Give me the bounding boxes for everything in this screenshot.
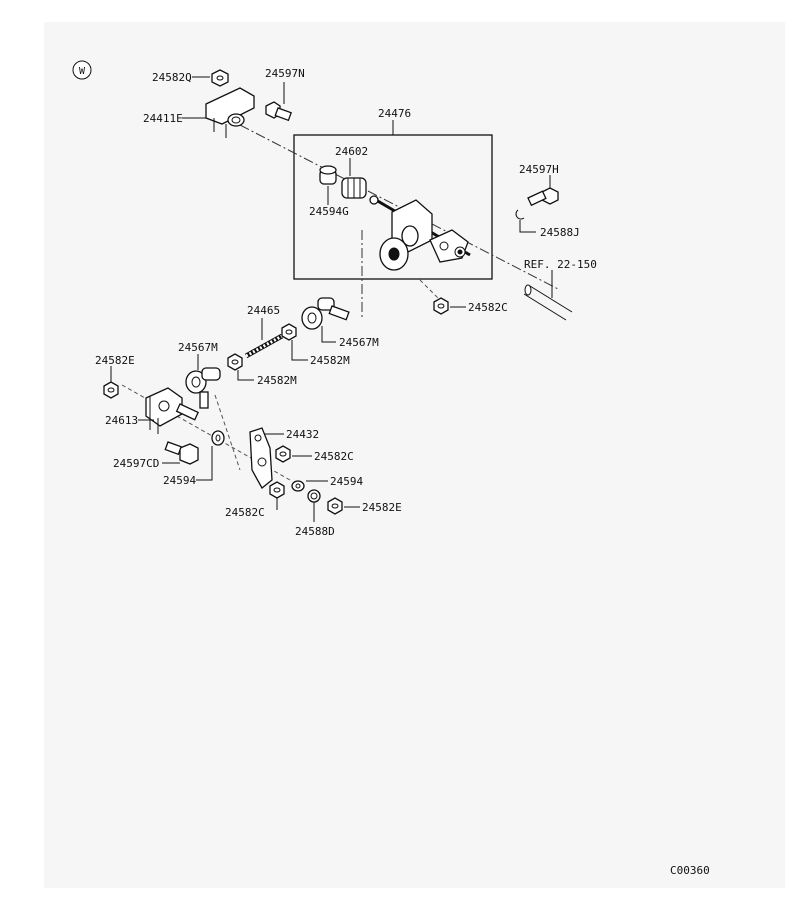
bolt-24597H	[527, 187, 559, 207]
leader-24567M-upper	[321, 326, 336, 343]
label-24567M-upper: 24567M	[339, 336, 379, 349]
view-marker: W	[72, 60, 92, 80]
ring-24588D	[307, 489, 321, 503]
nut-24582C-middle	[275, 445, 291, 463]
view-marker-circle	[72, 60, 92, 80]
nut-24582E-left	[103, 381, 119, 399]
label-24567M-lower: 24567M	[178, 341, 218, 354]
view-marker-text: W	[79, 66, 86, 77]
label-24594-right: 24594	[330, 475, 363, 488]
bushing-24594G	[319, 165, 337, 185]
cable-ref-22-150	[523, 284, 573, 321]
nut-24582Q	[211, 69, 229, 87]
label-24582E-left: 24582E	[95, 354, 135, 367]
label-24476: 24476	[378, 107, 411, 120]
ball-joint-24567M-upper	[301, 297, 350, 330]
label-24597N: 24597N	[265, 67, 305, 80]
boot-24602	[341, 177, 367, 199]
rod-24465	[244, 333, 284, 359]
leader-24594-left	[196, 446, 213, 481]
label-24582C-middle: 24582C	[314, 450, 354, 463]
label-ref-22-150: REF. 22-150	[524, 258, 597, 271]
nut-24582M-lower	[227, 353, 243, 371]
shift-lever-assembly	[369, 195, 471, 271]
label-24582Q: 24582Q	[152, 71, 192, 84]
leader-24582M-lower	[237, 370, 254, 381]
label-24602: 24602	[335, 145, 368, 158]
clip-24588J	[515, 209, 525, 220]
label-24582M-lower: 24582M	[257, 374, 297, 387]
label-24582M-upper: 24582M	[310, 354, 350, 367]
nut-24582M-upper	[281, 323, 297, 341]
label-24465: 24465	[247, 304, 280, 317]
label-24597H: 24597H	[519, 163, 559, 176]
centerline-nut	[419, 279, 439, 299]
label-24594G: 24594G	[309, 205, 349, 218]
label-24582E-right: 24582E	[362, 501, 402, 514]
centerline-lower-b	[214, 394, 241, 471]
leader-24582M-upper	[291, 340, 308, 361]
bracket-24411E	[205, 87, 255, 138]
figure-code: C00360	[670, 864, 710, 877]
label-24411E: 24411E	[143, 112, 183, 125]
bolt-24597CD	[164, 441, 199, 465]
ball-joint-24567M-lower	[185, 367, 221, 409]
washer-24594-right	[291, 480, 305, 492]
bolt-24597N	[265, 101, 292, 122]
label-24588J: 24588J	[540, 226, 580, 239]
label-24582C-lower: 24582C	[225, 506, 265, 519]
washer-24594-left	[211, 430, 225, 446]
nut-24582C-upper	[433, 297, 449, 315]
bracket-24432	[249, 427, 273, 489]
lever-24613	[145, 387, 199, 434]
label-24588D: 24588D	[295, 525, 335, 538]
leader-24588J	[519, 220, 536, 233]
label-24613: 24613	[105, 414, 138, 427]
nut-24582E-right	[327, 497, 343, 515]
label-24432: 24432	[286, 428, 319, 441]
label-24582C-upper: 24582C	[468, 301, 508, 314]
label-24597CD: 24597CD	[113, 457, 159, 470]
label-24594-left: 24594	[163, 474, 196, 487]
diagram-sheet	[44, 22, 785, 888]
nut-24582C-lower	[269, 481, 285, 499]
